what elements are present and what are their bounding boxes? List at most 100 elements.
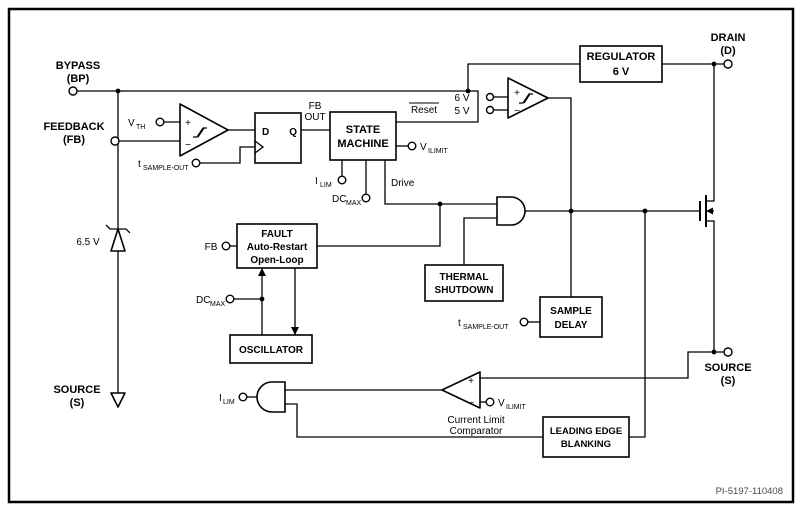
flip-flop-d-label: D [262,127,269,138]
vilimit-clc-label-sub: ILIMIT [506,404,527,411]
junction-dot [115,88,121,94]
threshold-6v-label: 6 V [454,93,469,104]
state-machine-label-2: MACHINE [337,138,388,150]
state-machine-box [329,111,397,161]
sample-delay-label-1: SAMPLE [550,306,592,317]
oscillator-label: OSCILLATOR [239,345,304,356]
wire-fault-out [317,204,441,247]
tsample2-label-sub: SAMPLE-OUT [463,324,509,331]
current-limit-comparator-triangle [441,371,481,409]
plus-label: + [468,376,474,387]
wire-bypass-to-regulator [467,63,580,91]
clock-wedge-icon [254,140,265,154]
signal-labels: 6 V 5 V V TH t SAMPLE-OUT FB OUT Reset D… [128,93,527,411]
bypass-pin-terminal [68,86,78,96]
wire-drain [706,63,724,202]
ilim-sm-label-main: I [315,176,318,187]
thermal-shutdown-box [424,264,504,302]
block-fault: FAULT Auto-Restart Open-Loop [236,223,318,269]
bypass-pin-designator: (BP) [67,73,90,85]
dcmax-statemachine-terminal [361,193,371,203]
threshold-5v-label: 5 V [454,106,469,117]
sample-delay-label-2: DELAY [555,320,588,331]
feedback-pin-designator: (FB) [63,134,85,146]
source-left-pin-name: SOURCE [53,384,100,396]
minus-label: − [514,106,520,117]
block-sample-delay: SAMPLE DELAY [539,296,603,338]
wires [77,63,724,438]
6v-terminal [485,92,495,102]
drain-pin-designator: (D) [720,45,736,57]
block-leading-edge-blanking: LEADING EDGE BLANKING [542,416,630,458]
ilim-statemachine-terminal [337,175,347,185]
vth-terminal [155,117,165,127]
current-limit-comparator-caption-1: Current Limit [447,415,504,426]
vilimit-sm-label-sub: ILIMIT [428,148,449,155]
minus-label: − [468,398,474,409]
block-regulator: REGULATOR 6 V [579,45,663,83]
leb-label-1: LEADING EDGE [550,426,622,437]
flip-flop-box [254,112,302,164]
wire-tsample-to-clock [199,146,255,164]
junction-dots [115,61,717,355]
wire-source-right [706,220,724,353]
junction-dot [437,201,443,207]
diagram-border [7,7,795,504]
vilimit-clc-label-main: V [498,398,505,409]
ilim-and-gate [256,381,286,413]
block-state-machine: STATE MACHINE [329,111,397,161]
source-pin-terminal [723,347,733,357]
plus-label: + [185,118,191,129]
current-limit-comparator: + − Current Limit Comparator [441,371,505,437]
fb-out-label-1: FB [309,101,322,112]
feedback-comparator: + − [179,103,229,157]
vilimit-sm-label-main: V [420,142,427,153]
regulator-box [579,45,663,83]
leb-box [542,416,630,458]
wire-bypass-reset [77,90,479,123]
fault-label-2: Auto-Restart [247,242,308,253]
vilimit-statemachine-terminal [407,141,417,151]
drive-and-gate [496,196,526,226]
vth-label-main: V [128,118,135,129]
plus-label: + [514,88,520,99]
fault-box [236,223,318,269]
tsample-label-sub: SAMPLE-OUT [143,165,189,172]
part-number: PI-5197-110408 [716,486,783,497]
block-thermal-shutdown: THERMAL SHUTDOWN [424,264,504,302]
power-mosfet [699,195,713,227]
bypass-zener-diode: 6.5 V [76,224,131,252]
tsample-delay-terminal [519,317,529,327]
dcmax-fault-terminal [225,294,235,304]
feedback-pin-name: FEEDBACK [43,121,104,133]
d-flip-flop: D Q [254,112,302,164]
dcmax-fault-label-sub: MAX [210,301,226,308]
5v-terminal [485,105,495,115]
block-oscillator: OSCILLATOR [229,334,313,364]
wire-leb-output [285,403,545,438]
leb-label-2: BLANKING [561,439,611,450]
sample-delay-box [539,296,603,338]
reset-label: Reset [411,105,437,116]
hysteresis-icon [519,93,533,104]
tsample-label-main: t [138,159,141,170]
arrow-down-icon [291,327,299,335]
mosfet-body-arrow-icon [706,207,713,215]
wire-bypass-comparator-out [548,97,572,297]
wire-leb-input [629,211,646,438]
junction-dot [642,208,648,214]
fault-label-1: FAULT [261,229,292,240]
drive-label: Drive [391,178,415,189]
tsample-terminal [191,158,201,168]
source-right-pin-name: SOURCE [704,362,751,374]
arrow-up-icon [258,268,266,276]
fb-out-label-2: OUT [304,112,325,123]
current-limit-comparator-caption-2: Comparator [450,426,503,437]
fault-label-3: Open-Loop [250,255,303,266]
drain-pin-name: DRAIN [711,32,746,44]
regulator-voltage: 6 V [613,66,630,78]
pin-labels: BYPASS (BP) FEEDBACK (FB) SOURCE (S) DRA… [43,32,751,409]
ilim-sm-label-sub: LIM [320,182,332,189]
